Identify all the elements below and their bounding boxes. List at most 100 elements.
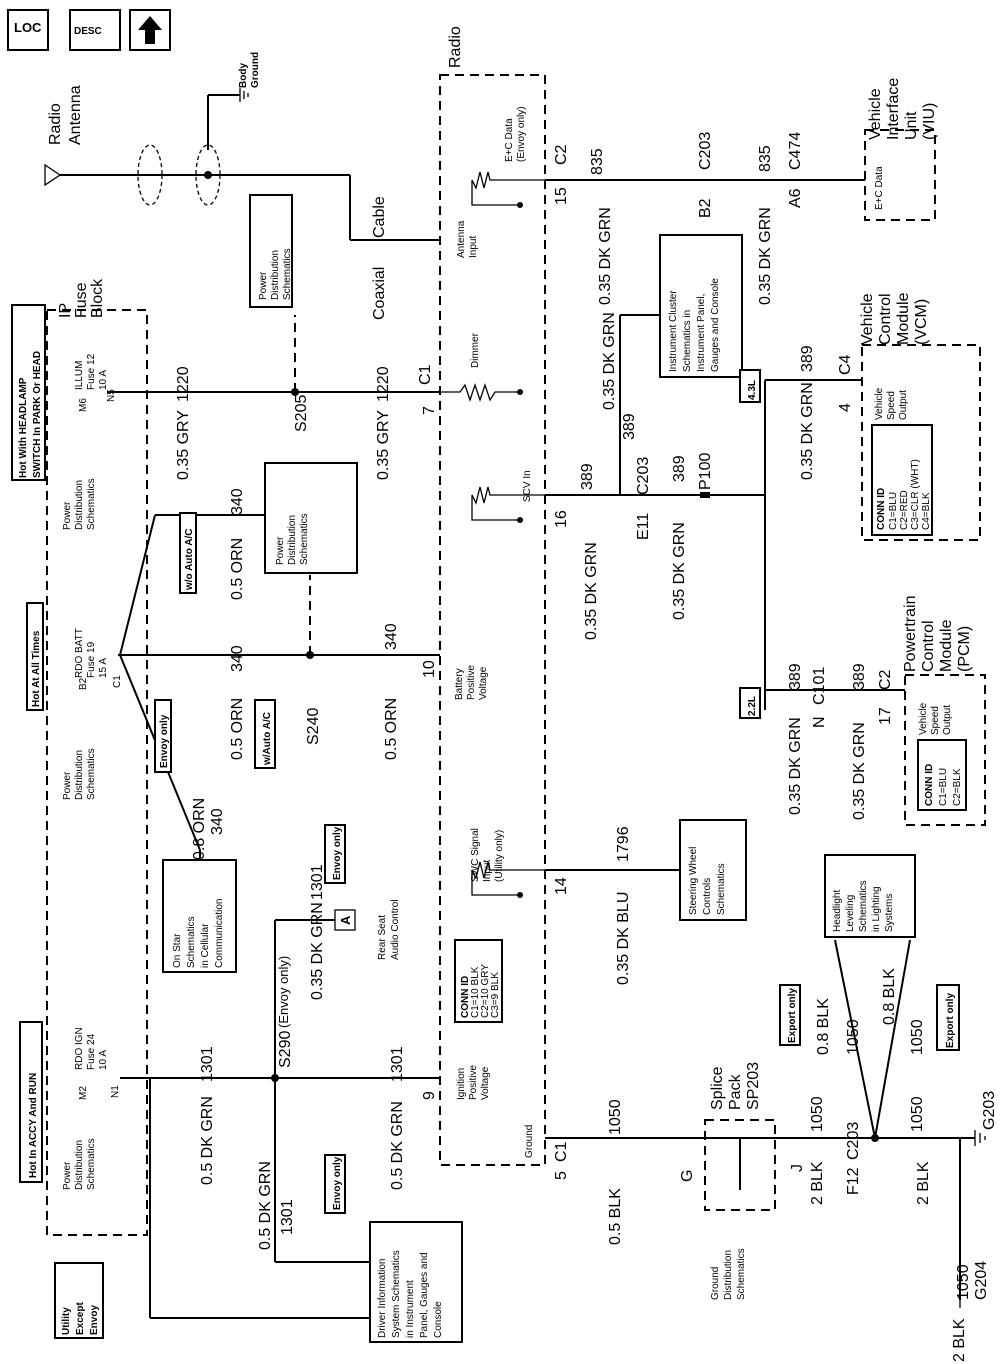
dis-4-label: Panel, Gauges and <box>419 1252 430 1338</box>
power-distribution-link-1[interactable] <box>249 194 293 308</box>
hot-accy-run-label: Hot In ACCY And RUN <box>28 1073 39 1178</box>
connid-label: CONN ID <box>924 764 935 806</box>
pds-2-label: Distribution <box>74 750 85 800</box>
dis-5-label: Console <box>433 1301 444 1338</box>
w389-label: 389 <box>799 345 816 372</box>
hls-3-label: Schematics <box>858 880 869 932</box>
c203-label: C203 <box>697 132 714 170</box>
w1220-label: 1220 <box>175 366 192 402</box>
w835-label: 835 <box>589 148 606 175</box>
dis-2-label: System Schematics <box>391 1250 402 1338</box>
pcm-2-label: Control <box>920 620 937 672</box>
l43-label: 4.3L <box>747 380 758 400</box>
utility-box <box>54 1262 104 1339</box>
body-ground-label: Body <box>238 63 249 88</box>
onstar-3-label: in Cellular <box>200 923 211 968</box>
power-distribution-link-2[interactable] <box>264 462 358 574</box>
onstar-link[interactable] <box>162 859 237 973</box>
steering-wheel-controls-link[interactable] <box>679 819 747 921</box>
vcm-1-label: Vehicle <box>859 293 876 345</box>
c203-label: C203 <box>845 1122 862 1160</box>
dkgrn035-label: 0.35 DK GRN <box>787 717 804 815</box>
radio-c2-label: C2=10 GRY <box>480 964 491 1018</box>
w1050-label: 1050 <box>607 1099 624 1135</box>
c1-radio-label: C1 <box>417 364 434 385</box>
w1050-label: 1050 <box>955 1264 972 1300</box>
utility-2-label: Except <box>75 1302 86 1335</box>
hot-all-times-box <box>26 602 44 711</box>
rsac-1-label: Rear Seat <box>377 915 388 960</box>
swcs-3-label: Schematics <box>716 863 727 915</box>
driver-info-link[interactable] <box>369 1221 463 1343</box>
m6-label: M6 <box>78 398 89 412</box>
s290-note-label: (Envoy only) <box>276 956 291 1028</box>
ign-pos-1-label: Ignition <box>456 1068 467 1100</box>
w340-label: 340 <box>383 623 400 650</box>
c101-label: C101 <box>811 667 828 705</box>
dkgrn05-label: 0.5 DK GRN <box>257 1161 274 1250</box>
c4-label: C4 <box>837 354 854 375</box>
instrument-cluster-link[interactable] <box>659 234 743 378</box>
envoy-only-label: Envoy only <box>332 1156 343 1210</box>
dkgrn035-label: 0.35 DK GRN <box>583 542 600 640</box>
hot-headlamp-label: Hot With HEADLAMP <box>18 377 29 478</box>
vcm-c2-label: C2=RED <box>899 490 910 530</box>
antenna-input-2-label: Input <box>468 236 479 258</box>
hot-all-times-label: Hot At All Times <box>31 630 42 707</box>
up-arrow-button[interactable] <box>129 9 171 51</box>
c2-label: C2 <box>877 669 894 690</box>
pin14-label: 14 <box>553 877 570 895</box>
c1-label: C1 <box>112 675 123 688</box>
hot-accy-run-box <box>19 1021 43 1183</box>
dkgrn05-label: 0.5 DK GRN <box>199 1096 216 1185</box>
w389-label: 389 <box>579 463 596 490</box>
ip-fuse-block-box <box>46 309 148 1236</box>
blk05-label: 0.5 BLK <box>607 1188 624 1245</box>
orn05-label: 0.5 ORN <box>229 698 246 760</box>
vcm-2-label: Control <box>877 293 894 345</box>
coax-2-label: Cable <box>371 196 388 238</box>
scv-in-label: SCV In <box>522 470 533 502</box>
splice-pack-box <box>704 1119 776 1211</box>
viu-3-label: Unit <box>903 111 920 140</box>
w1301-label: 1301 <box>389 1046 406 1082</box>
swcs-2-label: Controls <box>702 878 713 915</box>
w389-label: 389 <box>787 663 804 690</box>
wires <box>44 88 986 1319</box>
vcm-c1-label: C1=BLU <box>888 492 899 530</box>
desc-button[interactable]: DESC <box>69 9 121 51</box>
headlight-leveling-link[interactable] <box>824 854 916 938</box>
coax-1-label: Coaxial <box>371 267 388 320</box>
w340-label: 340 <box>229 488 246 515</box>
pcm-c2-label: C2=BLK <box>952 768 963 806</box>
pin9-label: 9 <box>421 1091 438 1100</box>
blk08-label: 0.8 BLK <box>815 998 832 1055</box>
loc-button[interactable]: LOC <box>7 9 49 51</box>
g204-label: G204 <box>973 1261 990 1300</box>
gds-3-label: Schematics <box>736 1248 747 1300</box>
pin5-label: 5 <box>553 1171 570 1180</box>
n1-label: N1 <box>110 1085 121 1098</box>
dkgrn05-label: 0.5 DK GRN <box>389 1101 406 1190</box>
vso-1-label: Vehicle <box>918 702 929 735</box>
pin-j-label: J <box>789 1164 806 1172</box>
hls-5-label: Systems <box>884 894 895 932</box>
a-conn-label: A <box>338 915 353 925</box>
pin16-label: 16 <box>553 510 570 528</box>
w1301-label: 1301 <box>309 864 326 900</box>
pds-3-label: Schematics <box>282 248 293 300</box>
ground-label: Ground <box>524 1125 535 1158</box>
ign-pos-3-label: Voltage <box>480 1066 491 1100</box>
gds-1-label: Ground <box>710 1267 721 1300</box>
pds-2-label: Distribution <box>74 1140 85 1190</box>
ic-2-label: Schematics in <box>682 310 693 372</box>
dkgrn035-label: 0.35 DK GRN <box>671 522 688 620</box>
w340-label: 340 <box>209 808 226 835</box>
pin7-label: 7 <box>421 406 438 415</box>
pin15-label: 15 <box>553 187 570 205</box>
pds-1-label: Power <box>258 271 269 300</box>
orn05-label: 0.5 ORN <box>383 698 400 760</box>
swc-1-label: SWC Signal <box>470 828 481 882</box>
viu-4-label: (VIU) <box>921 103 938 140</box>
vcm-3-label: Module <box>895 292 912 345</box>
